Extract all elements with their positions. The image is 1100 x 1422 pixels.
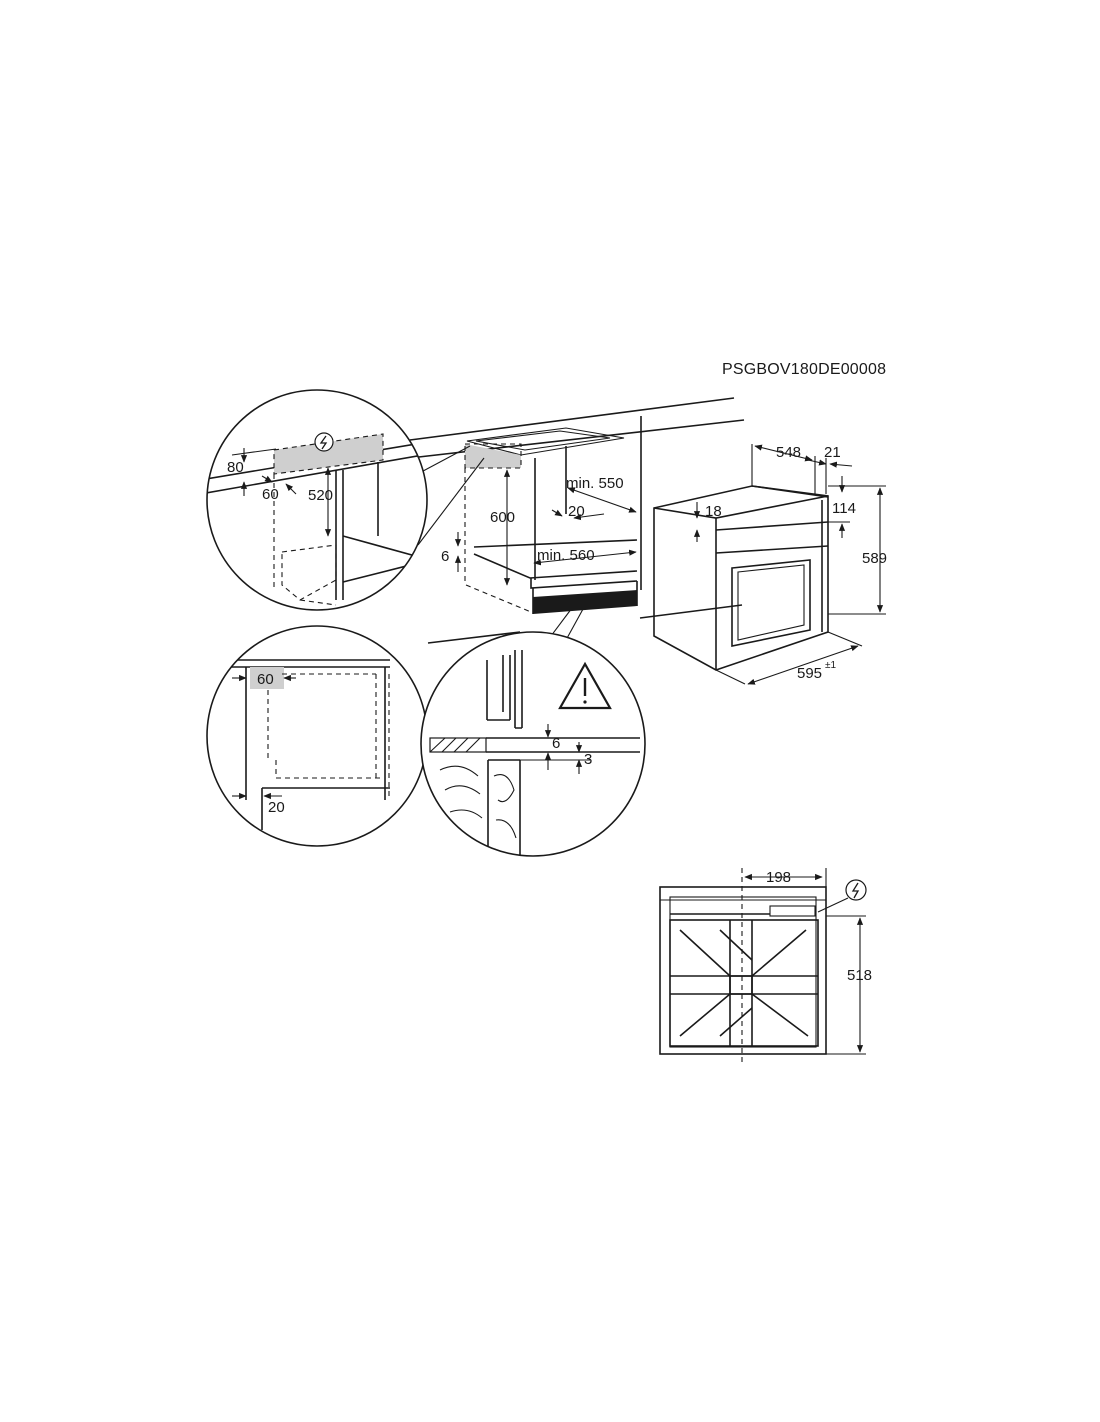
niche-height-label: 600 <box>490 509 515 526</box>
top-detail-callout: 80 60 520 <box>206 389 485 611</box>
niche-dimensions: 600 min. 550 20 min. 560 6 <box>441 469 637 586</box>
oven-depth-label: 548 <box>776 444 801 461</box>
document-code: PSGBOV180DE00008 <box>722 361 886 378</box>
rear-lightning-bolt-icon <box>851 882 860 899</box>
kitchen-cabinet <box>409 397 745 644</box>
oven-dimensions: 548 21 114 18 589 595 ±1 <box>693 444 887 685</box>
oven-top-offset-label: 114 <box>832 500 856 517</box>
oven-height-label: 589 <box>862 550 887 567</box>
oven-front-depth-label: 21 <box>824 444 841 461</box>
side-detail-top-offset-label: 60 <box>257 671 274 688</box>
rear-height-label: 518 <box>847 967 872 984</box>
floor-detail-callout: 6 3 <box>420 599 646 857</box>
floor-detail-gap-b-label: 3 <box>584 751 592 768</box>
oven <box>653 485 829 671</box>
rear-connection-offset-label: 198 <box>766 869 791 886</box>
niche-min-width-label: min. 560 <box>537 547 595 564</box>
top-detail-height-label: 520 <box>308 487 333 504</box>
floor-detail-gap-a-label: 6 <box>552 735 560 752</box>
niche-min-depth-label: min. 550 <box>566 475 624 492</box>
rear-view: 198 518 <box>659 868 872 1062</box>
oven-width-tolerance-label: ±1 <box>825 660 836 671</box>
top-detail-gap-label: 80 <box>227 459 244 476</box>
niche-rear-gap-label: 20 <box>568 503 585 520</box>
electrical-connection-icon <box>314 432 334 452</box>
rear-electrical-connection-icon <box>845 879 867 901</box>
oven-width-label: 595 <box>797 665 822 682</box>
side-detail-bottom-gap-label: 20 <box>268 799 285 816</box>
niche-bottom-gap-label: 6 <box>441 548 449 565</box>
lightning-bolt-icon <box>319 435 328 450</box>
side-detail-callout: 60 20 <box>206 625 428 847</box>
top-detail-depth-offset-label: 60 <box>262 486 279 503</box>
oven-panel-height-label: 18 <box>705 503 722 520</box>
